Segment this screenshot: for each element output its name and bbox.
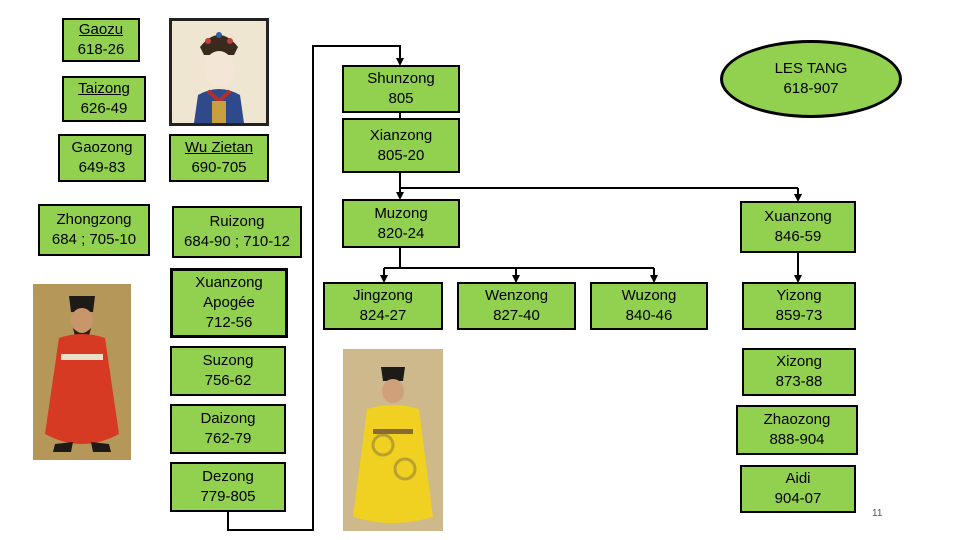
emperor-wu-zetian: Wu Zietan 690-705 (169, 134, 269, 182)
yellow-robe-figure-icon (343, 349, 443, 531)
emperor-xuanzong-2: Xuanzong 846-59 (740, 201, 856, 253)
emperor-name: Gaozu (78, 21, 124, 38)
emperor-dates: 859-73 (775, 307, 823, 324)
emperor-dates: 756-62 (204, 372, 252, 389)
emperor-dates: 779-805 (200, 488, 256, 505)
red-robe-figure-icon (33, 284, 131, 460)
emperor-dates: 684-90 ; 710-12 (184, 233, 290, 250)
emperor-dates: 904-07 (774, 490, 822, 507)
emperor-name: Ruizong (209, 213, 265, 230)
emperor-zhongzong: Zhongzong 684 ; 705-10 (38, 204, 150, 256)
emperor-xianzong: Xianzong 805-20 (342, 118, 460, 173)
emperor-dates: 873-88 (775, 373, 823, 390)
emperor-name: Yizong (776, 287, 822, 304)
emperor-name: Taizong (78, 80, 130, 97)
emperor-name: Jingzong (352, 287, 414, 304)
emperor-dates: 684 ; 705-10 (51, 231, 137, 248)
emperor-name: Muzong (374, 204, 428, 222)
emperor-wenzong: Wenzong 827-40 (457, 282, 576, 330)
emperor-name: Wu Zietan (184, 139, 254, 156)
emperor-zhaozong: Zhaozong 888-904 (736, 405, 858, 455)
emperor-dates: 805 (388, 90, 414, 107)
emperor-muzong: Muzong 820-24 (342, 199, 460, 248)
emperor-dates: 690-705 (191, 159, 247, 176)
emperor-name: Xianzong (369, 126, 433, 144)
emperor-dezong: Dezong 779-805 (170, 462, 286, 512)
emperor-suzong: Suzong 756-62 (170, 346, 286, 396)
title-line-1: LES TANG (774, 60, 848, 77)
emperor-jingzong: Jingzong 824-27 (323, 282, 443, 330)
emperor-dates: 762-79 (204, 430, 252, 447)
emperor-dates: 824-27 (359, 307, 407, 324)
emperor-name: Zhaozong (763, 411, 831, 428)
emperor-dates: 888-904 (769, 431, 825, 448)
emperor-dates: 820-24 (377, 224, 425, 242)
emperor-dates: 840-46 (625, 307, 673, 324)
emperor-name: Xuanzong (195, 274, 263, 291)
emperor-shunzong: Shunzong 805 (342, 65, 460, 113)
emperor-name: Xizong (776, 353, 822, 370)
emperor-daizong: Daizong 762-79 (170, 404, 286, 454)
page-number: 11 (872, 508, 883, 519)
emperor-xizong: Xizong 873-88 (742, 348, 856, 396)
portrait-yellow-robed-emperor (343, 349, 443, 531)
emperor-name: Zhongzong (56, 211, 132, 228)
emperor-ruizong: Ruizong 684-90 ; 710-12 (172, 206, 302, 258)
emperor-dates: 618-26 (77, 41, 125, 58)
emperor-name: Suzong (202, 352, 254, 369)
emperor-taizong: Taizong 626-49 (62, 76, 146, 122)
wu-zetian-figure-icon (172, 21, 266, 123)
emperor-name: Wuzong (621, 287, 677, 304)
emperor-aidi: Aidi 904-07 (740, 465, 856, 513)
emperor-name: Gaozong (71, 139, 133, 156)
emperor-note: Apogée (203, 294, 255, 311)
title-line-2: 618-907 (783, 80, 839, 97)
connector-dezong-shunzong (227, 45, 404, 531)
emperor-xuanzong-apogee: Xuanzong Apogée 712-56 (170, 268, 288, 338)
emperor-name: Wenzong (484, 287, 549, 304)
emperor-dates: 846-59 (774, 228, 822, 245)
portrait-red-robed-emperor (33, 284, 131, 460)
portrait-wu-zetian (169, 18, 269, 126)
emperor-dates: 626-49 (80, 100, 128, 117)
emperor-name: Daizong (200, 410, 256, 427)
title-oval: LES TANG 618-907 (720, 40, 902, 118)
emperor-dates: 805-20 (377, 146, 425, 164)
emperor-name: Shunzong (367, 70, 435, 87)
emperor-name: Aidi (785, 470, 811, 487)
emperor-wuzong: Wuzong 840-46 (590, 282, 708, 330)
emperor-gaozu: Gaozu 618-26 (62, 18, 140, 62)
emperor-gaozong: Gaozong 649-83 (58, 134, 146, 182)
emperor-name: Xuanzong (764, 208, 832, 225)
emperor-name: Dezong (202, 468, 254, 485)
emperor-dates: 712-56 (205, 314, 253, 331)
emperor-yizong: Yizong 859-73 (742, 282, 856, 330)
emperor-dates: 649-83 (78, 159, 126, 176)
emperor-dates: 827-40 (493, 307, 540, 324)
